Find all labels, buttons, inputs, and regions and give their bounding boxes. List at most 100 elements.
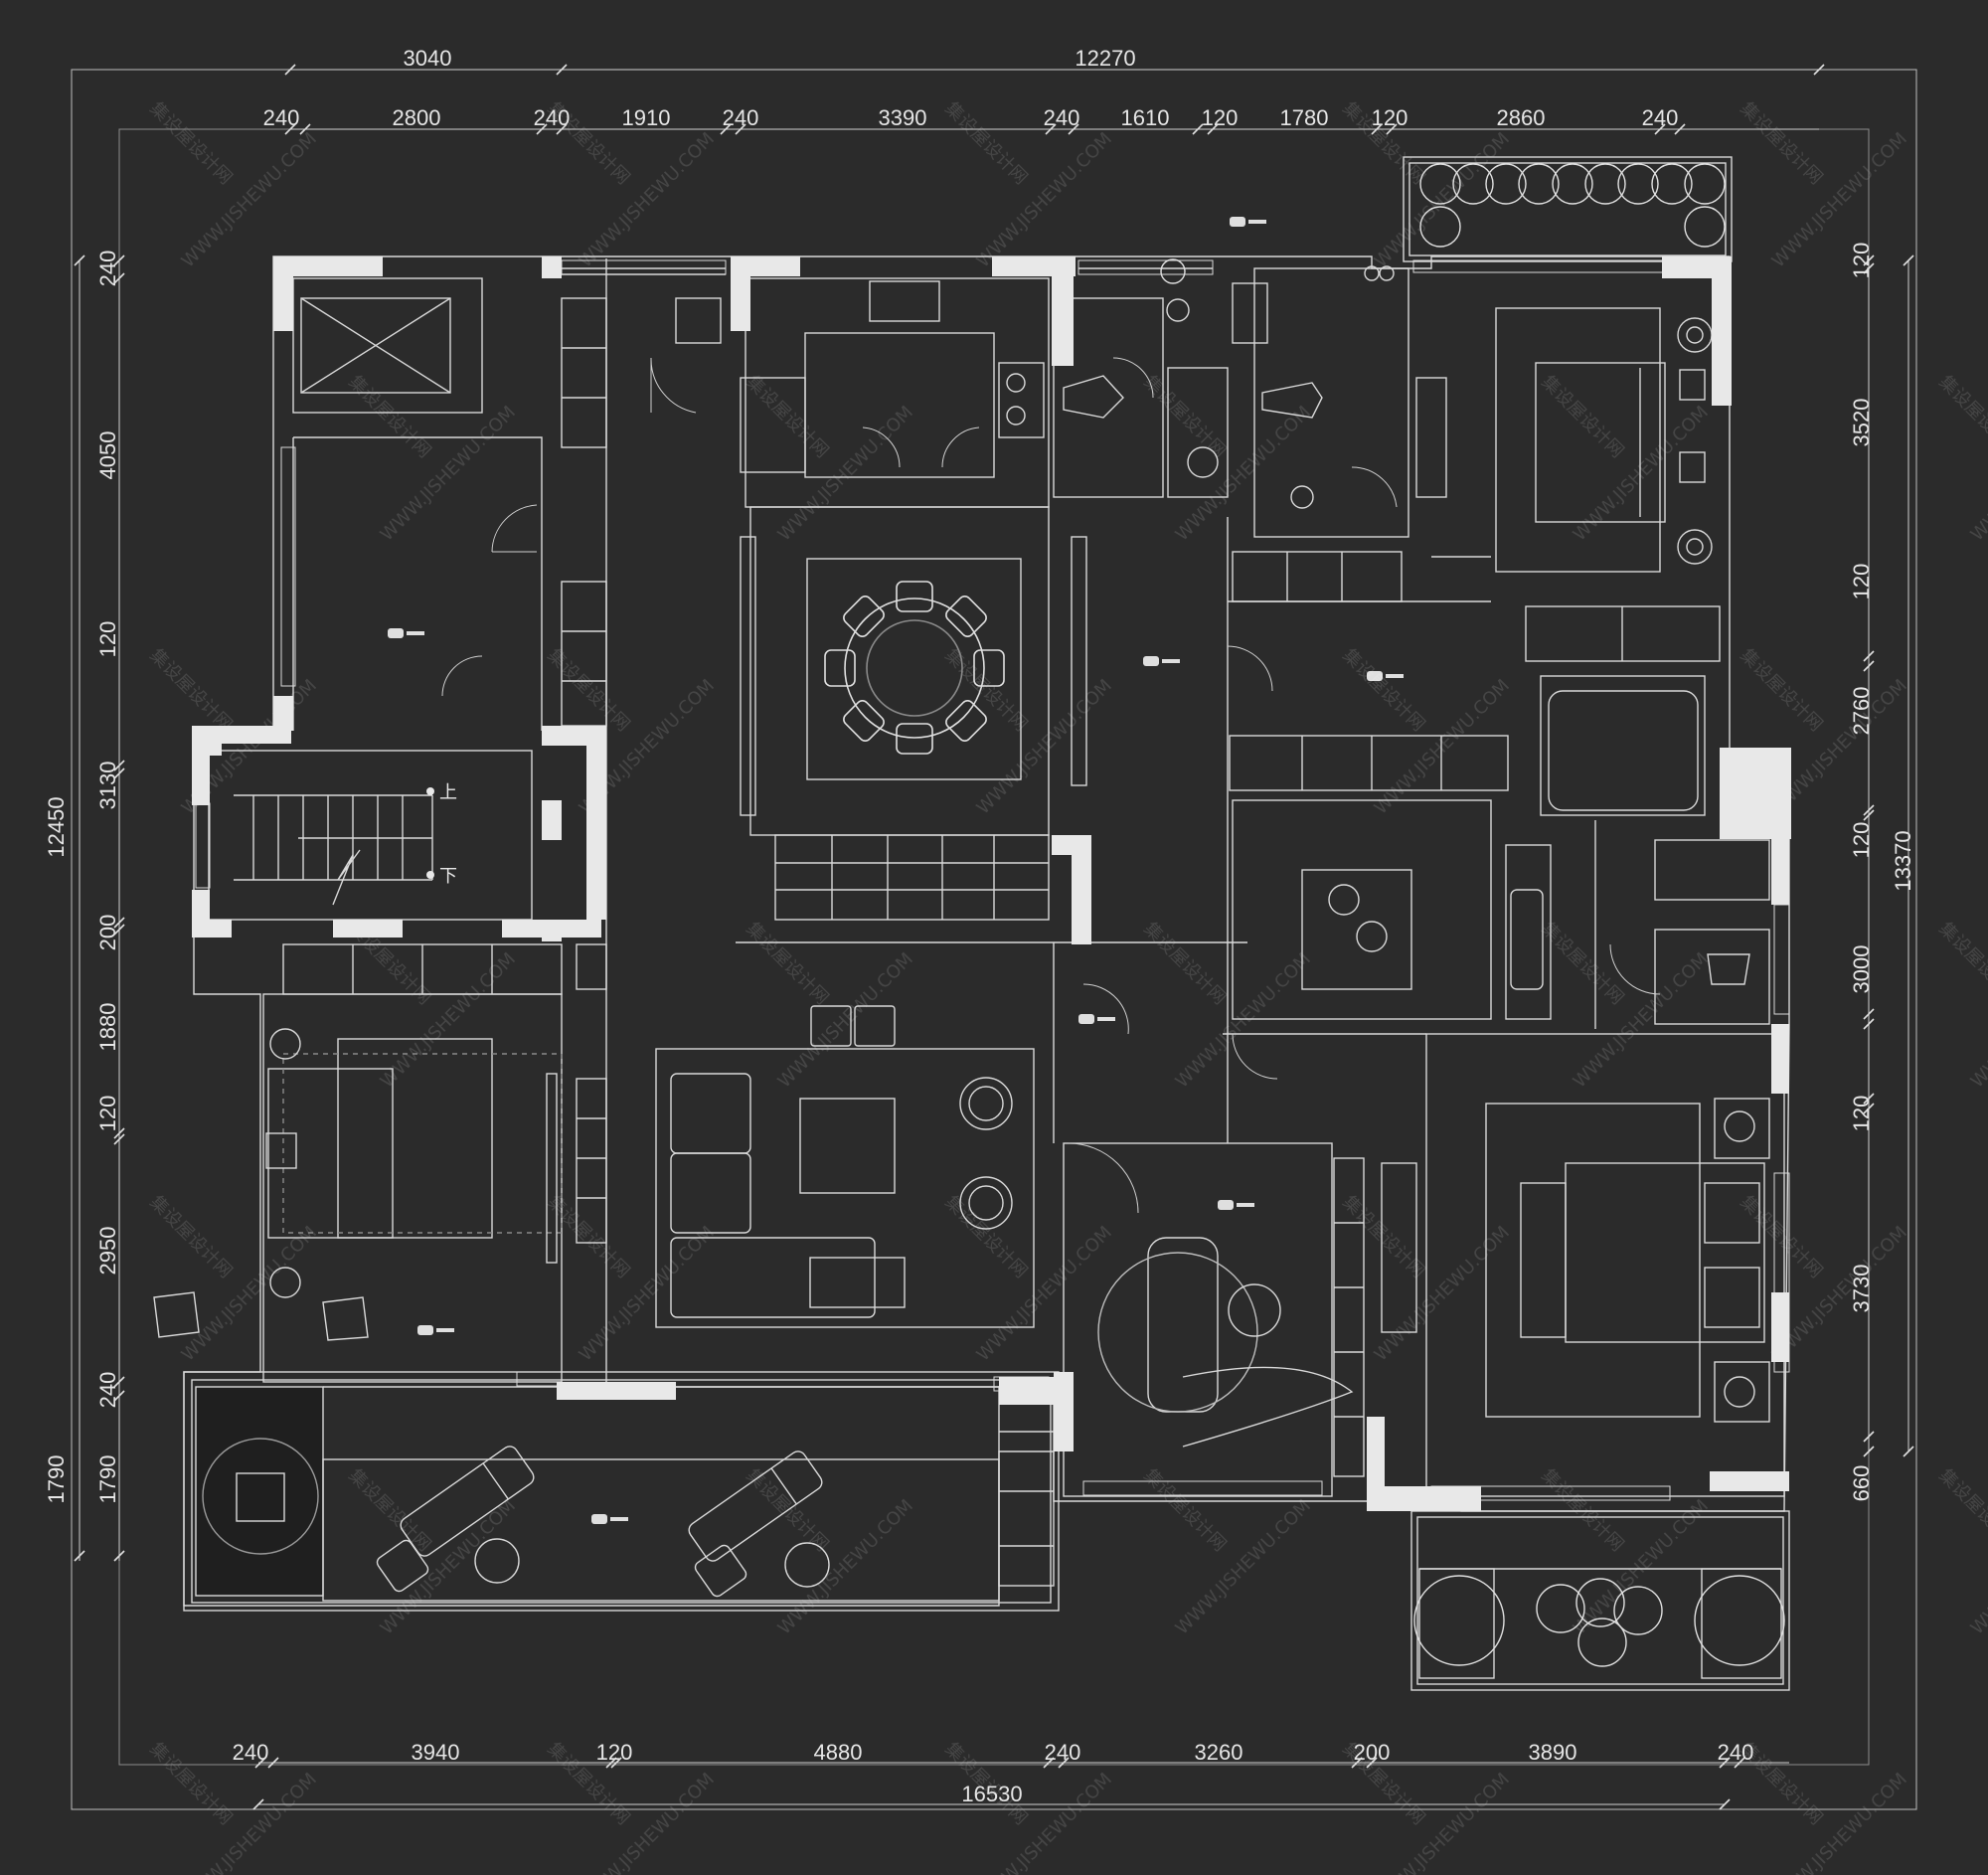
watermark-cn: 集设屋设计网 [1338,645,1428,736]
dim-bottom-7: 3890 [1529,1740,1577,1765]
dimension-tick [1207,123,1219,135]
dimension-tick [1058,1757,1070,1769]
watermark-cn: 集设屋设计网 [940,98,1031,189]
dim-left-0: 240 [95,251,120,287]
dim-right-7: 3730 [1849,1265,1874,1313]
dimension-tick [1386,123,1398,135]
dimension-tick [113,272,125,284]
watermark-cn: 集设屋设计网 [1736,1192,1826,1282]
dimension-tick [1371,123,1383,135]
dim-top-7: 1610 [1121,105,1170,130]
dimension-tick [556,123,568,135]
logo-stamp-mark [1248,220,1266,224]
dimension-tick [1654,123,1666,135]
dim-top-outer-1: 12270 [1075,46,1135,71]
dimension-tick [267,1757,279,1769]
dimension-tick [735,123,746,135]
door-swings [441,357,1661,1214]
dimension-tick [113,1127,125,1139]
dim-top-5: 3390 [879,105,927,130]
logo-stamp-icon [1230,217,1245,227]
dimension-tick [1366,1757,1378,1769]
dim-right-6: 120 [1849,1096,1874,1132]
watermark-cn: 集设屋设计网 [1537,372,1627,462]
watermark-cn: 集设屋设计网 [1934,919,1988,1009]
dimension-tick [113,767,125,779]
watermark-cn: 集设屋设计网 [940,1192,1031,1282]
dim-left-outer-0: 12450 [44,796,69,857]
logo-stamp-mark [1162,659,1180,663]
dim-top-10: 120 [1372,105,1408,130]
logo-stamp-icon [1367,671,1383,681]
dim-bottom-0: 240 [233,1740,269,1765]
dimension-tick [1863,660,1875,672]
logo-stamp-mark [436,1328,454,1332]
dimension-tick [1863,809,1875,821]
dimension-tick [1351,1757,1363,1769]
walls [192,256,1791,1511]
dimension-tick [74,255,85,266]
dimension-tick [1813,64,1825,76]
dimension-tick [1719,1798,1731,1810]
dim-right-outer: 13370 [1891,830,1915,891]
dimension-tick [299,123,311,135]
dim-left-4: 200 [95,915,120,951]
watermark-cn: 集设屋设计网 [1934,1465,1988,1556]
dimension-tick [1863,262,1875,274]
dimension-tick [284,64,296,76]
dim-right-4: 120 [1849,822,1874,859]
dimension-tick [113,924,125,936]
dim-bottom-outer: 16530 [961,1782,1022,1806]
dim-right-1: 3520 [1849,399,1874,447]
stair-down-label: 下 [439,866,457,887]
dimension-tick [113,1376,125,1388]
logo-stamp-icon [591,1514,607,1524]
dim-bottom-2: 120 [596,1740,633,1765]
logo-stamp-mark [1386,674,1404,678]
dimension-tick [74,1550,85,1562]
dimension-tick [1734,1757,1745,1769]
dimension-tick [1903,255,1914,266]
dim-left-7: 2950 [95,1227,120,1276]
dim-right-5: 3000 [1849,945,1874,994]
dim-left-5: 1880 [95,1003,120,1052]
dimension-tick [1719,1757,1731,1769]
dim-top-2: 240 [534,105,571,130]
dimension-tick [1863,804,1875,816]
stair-labels: 上 下 [426,782,457,887]
dimension-tick [113,760,125,771]
watermark-cn: 集设屋设计网 [1139,919,1230,1009]
watermark-cn: 集设屋设计网 [1934,372,1988,462]
logo-stamp-icon [388,628,404,638]
dim-top-3: 1910 [622,105,671,130]
dimension-lines [79,69,1909,1805]
dimension-tick [610,1757,622,1769]
dim-right-0: 120 [1849,243,1874,279]
dim-top-0: 240 [263,105,300,130]
dimension-tick [1903,1446,1914,1457]
dim-bottom-6: 200 [1354,1740,1391,1765]
dimension-tick [1863,1446,1875,1457]
dim-left-8: 240 [95,1372,120,1409]
dim-left-outer-1: 1790 [44,1455,69,1504]
dimension-tick [605,1757,617,1769]
watermark-cn: 集设屋设计网 [344,372,434,462]
dimension-tick [113,1550,125,1562]
dimension-tick [1045,123,1057,135]
dining-set [824,581,1005,755]
logo-stamp-icon [1143,656,1159,666]
dimension-tick [720,123,732,135]
frame [71,69,1917,1810]
watermark-cn: 集设屋设计网 [145,645,236,736]
dim-top-11: 2860 [1497,105,1546,130]
dimension-tick [1674,123,1686,135]
dim-bottom-4: 240 [1045,1740,1081,1765]
watermark-cn: 集设屋设计网 [1139,1465,1230,1556]
dim-bottom-5: 3260 [1195,1740,1243,1765]
dim-left-6: 120 [95,1096,120,1132]
watermark-cn: 集设屋设计网 [1139,372,1230,462]
watermark-cn: 集设屋设计网 [344,1465,434,1556]
dim-left-2: 120 [95,621,120,658]
dimension-tick [1863,650,1875,662]
dim-left-9: 1790 [95,1455,120,1504]
